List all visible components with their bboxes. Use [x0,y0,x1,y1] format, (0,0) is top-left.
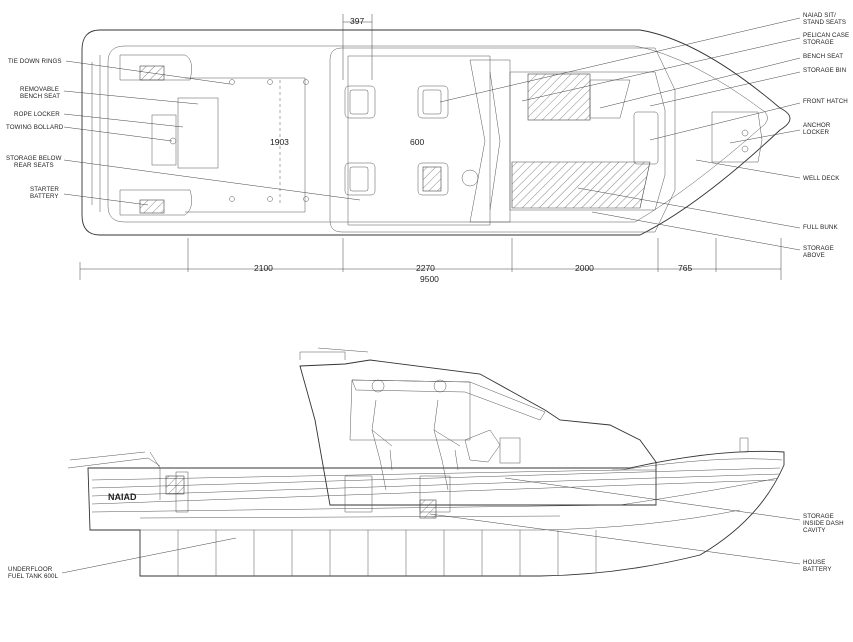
label-storage-bin: STORAGE BIN [803,67,846,74]
plan-gunwale-inner [107,45,768,223]
plan-forward-cabin [509,71,666,211]
plan-cabin-inner [347,55,491,226]
plan-seats [344,85,449,196]
label-rope-locker: ROPE LOCKER [14,111,60,118]
plan-dimensions: 397 1903 600 2100 2270 2000 765 9500 [79,14,782,284]
plan-leaders-left [63,60,361,206]
plan-bench-seat [589,79,631,119]
profile-leaders [61,477,801,574]
profile-chine [139,509,741,531]
svg-text:WELL DECK: WELL DECK [803,175,840,182]
plan-dash [469,59,511,223]
dim-2100: 2100 [254,263,273,273]
profile-side-window [349,379,471,441]
profile-frames [177,530,597,576]
label-well-deck: WELL DECK [803,175,840,182]
plan-aft-rail [119,54,192,216]
profile-bow-cleat [739,437,749,453]
plan-tie-down-rings [229,79,309,202]
label-storage-below-rear-seats: STORAGE BELOW [6,155,62,162]
label-tie-down-rings: TIE DOWN RINGS [8,58,62,65]
label-removable-bench-seat: REMOVABLE [20,86,59,93]
label-naiad-sit-stand-seats: NAIAD SIT/ [803,12,836,19]
profile-tube-stripes [91,467,781,505]
label-underfloor-fuel-tank: UNDERFLOOR [8,566,53,573]
svg-text:NAIAD SIT/STAND SEATS: NAIAD SIT/STAND SEATS [803,12,846,26]
svg-text:TOWING BOLLARD: TOWING BOLLARD [6,124,64,131]
dim-2270: 2270 [416,263,435,273]
svg-text:ROPE LOCKER: ROPE LOCKER [14,111,60,118]
profile-dash-panel [499,437,521,464]
profile-hull [87,450,785,577]
plan-pelican-case-storage [527,73,591,121]
profile-tube-upper [91,458,783,481]
svg-text:TIE DOWN RINGS: TIE DOWN RINGS [8,58,62,65]
svg-text:BENCH SEAT: BENCH SEAT [803,53,843,60]
profile-tube-lower [91,477,779,513]
plan-transom [91,55,101,212]
svg-text:FRONT HATCH: FRONT HATCH [803,98,848,105]
dim-2000: 2000 [575,263,594,273]
profile-crew-figures [371,379,461,491]
profile-bow-locker [612,469,657,505]
profile-helm [464,429,501,463]
plan-leaders-right [439,17,801,251]
label-bench-seat: BENCH SEAT [803,53,843,60]
plan-full-bunk-hatch [511,161,651,209]
label-towing-bollard: TOWING BOLLARD [6,124,64,131]
profile-cabin [299,359,657,506]
profile-windscreen [351,379,546,421]
plan-front-hatch [633,111,659,165]
dim-765: 765 [678,263,692,273]
label-starter-battery: STARTER [30,186,59,193]
plan-anchor-locker [711,111,763,163]
label-house-battery: HOUSE [803,559,826,566]
profile-battery-box [165,475,185,495]
dim-397: 397 [350,16,364,26]
plan-starter-battery [139,199,165,214]
profile-rear-post [175,471,189,513]
label-full-bunk: FULL BUNK [803,224,838,231]
plan-removable-bench [177,97,219,169]
label-storage-above: STORAGE [803,245,834,252]
label-anchor-locker: ANCHOR [803,122,831,129]
dim-600: 600 [410,137,424,147]
label-pelican-case-storage: PELICAN CASE [803,32,849,39]
plan-deck-line [185,77,306,213]
label-front-hatch: FRONT HATCH [803,98,848,105]
dim-9500: 9500 [420,274,439,284]
profile-brand-mark: NAIAD [108,492,137,502]
profile-house-battery [419,499,437,519]
label-storage-inside-dash-cavity: STORAGE [803,513,834,520]
svg-text:FULL BUNK: FULL BUNK [803,224,838,231]
profile-roof-rails [299,347,369,360]
plan-cabin-outline [329,47,676,233]
plan-hull-outline [81,29,791,236]
svg-text:STORAGE BIN: STORAGE BIN [803,67,846,74]
dim-1903: 1903 [270,137,289,147]
plan-towing-bollard [169,137,177,145]
profile-rear-rack [67,451,161,500]
plan-steering-wheel [461,169,479,187]
